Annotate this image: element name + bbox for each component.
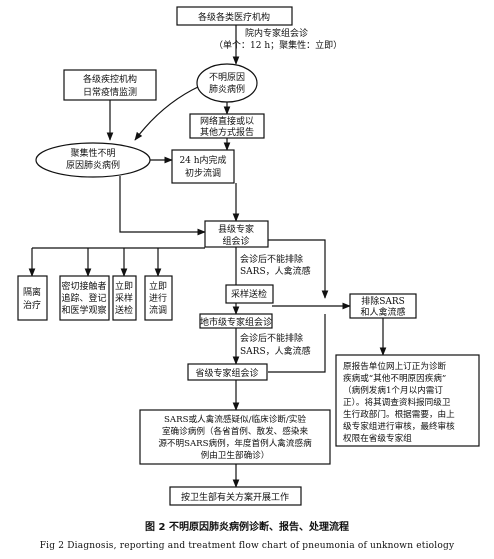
expert-note-line2: （单个：12 h；聚集性：立即）: [214, 39, 342, 51]
cluster-ellipse: [35, 142, 151, 178]
node-shapes: [17, 6, 480, 506]
cdc-box: [63, 69, 157, 101]
caption-zh: 图 2 不明原因肺炎病例诊断、报告、处理流程: [145, 520, 349, 533]
cdc-label-line2: 日常疫情监测: [83, 86, 137, 98]
moh-label: 按卫生部有关方案开展工作: [181, 491, 289, 503]
contacts-label-line1: 密切接触者: [61, 280, 106, 292]
epi-box: [144, 275, 173, 321]
revise-line7: 权限在省级专家组: [343, 432, 412, 444]
county-label-line1: 县级专家: [218, 223, 254, 235]
hospital-box: [176, 6, 293, 26]
cannot1-line2: SARS，人禽流感: [240, 265, 311, 277]
epi-label-line2: 进行: [149, 292, 167, 304]
city-box: [199, 313, 273, 329]
caption-en: Fig 2 Diagnosis, reporting and treatment…: [40, 541, 455, 551]
cannot2-line1: 会诊后不能排除: [240, 332, 303, 344]
revise-line6: 级专家组进行审核，最终审核: [343, 420, 455, 432]
sample2-label: 采样送检: [231, 288, 267, 300]
report-box: [189, 113, 265, 139]
sample1-box: [112, 275, 137, 321]
sample1-label-line2: 采样: [115, 292, 133, 304]
exclude-label-line2: 和人禽流感: [360, 306, 405, 318]
sample1-label-line1: 立即: [115, 280, 133, 292]
survey-label-line1: 24 h内完成: [179, 154, 226, 166]
survey-label-line2: 初步流调: [185, 167, 221, 179]
moh-box: [169, 486, 302, 506]
province-label: 省级专家组会诊: [195, 367, 258, 379]
contacts-label-line3: 和医学观察: [61, 304, 106, 316]
isolate-label-line1: 隔离: [23, 286, 41, 298]
unknown-ellipse: [196, 63, 258, 103]
exclude-label-line1: 排除SARS: [361, 295, 405, 307]
sample2-box: [225, 284, 274, 304]
diag-line3: 源不明SARS病例，年度首例人禽流感病: [158, 437, 312, 449]
revise-box: [335, 354, 480, 447]
exclude-box: [349, 293, 417, 319]
revise-line3: （病例发病1个月以内需订: [343, 384, 443, 396]
diag-line4: 例由卫生部确诊）: [201, 449, 270, 461]
revise-line1: 原报告单位网上订正为诊断: [343, 360, 447, 372]
diag-line1: SARS或人禽流感疑似/临床诊断/实验: [164, 413, 306, 425]
survey-box: [171, 149, 235, 184]
isolate-box: [17, 275, 48, 321]
contacts-label-line2: 追踪、登记: [61, 292, 106, 304]
city-label: 地市级专家组会诊: [200, 316, 272, 328]
report-label-line1: 网络直接或以: [200, 115, 254, 127]
hospital-label: 各级各类医疗机构: [198, 11, 270, 23]
county-box: [204, 220, 269, 248]
unknown-label-line2: 肺炎病例: [209, 83, 245, 95]
contacts-box: [59, 275, 110, 321]
cluster-label-line2: 原因肺炎病例: [66, 159, 120, 171]
cannot2-line2: SARS，人禽流感: [240, 345, 311, 357]
county-label-line2: 组会诊: [222, 235, 249, 247]
cluster-label-line1: 聚集性不明: [70, 147, 115, 159]
revise-line4: 正）。将其调查资料报同级卫: [343, 396, 451, 408]
diag-line2: 室确诊病例（各省首例、散发、感染来: [162, 425, 309, 437]
revise-line2: 疾病或“其他不明原因疾病”: [343, 372, 446, 384]
report-label-line2: 其他方式报告: [200, 126, 254, 138]
province-box: [187, 363, 268, 381]
diag-box: [139, 409, 331, 465]
epi-label-line3: 流调: [149, 304, 167, 316]
epi-label-line1: 立即: [149, 280, 167, 292]
unknown-label-line1: 不明原因: [209, 72, 245, 83]
expert-note-line1: 院内专家组会诊: [245, 27, 308, 39]
cdc-label-line1: 各级疾控机构: [83, 73, 137, 85]
cannot1-line1: 会诊后不能排除: [240, 253, 303, 265]
sample1-label-line3: 送检: [115, 304, 133, 316]
isolate-label-line2: 治疗: [23, 299, 41, 311]
revise-line5: 生行政部门。根据需要，由上: [343, 408, 455, 420]
